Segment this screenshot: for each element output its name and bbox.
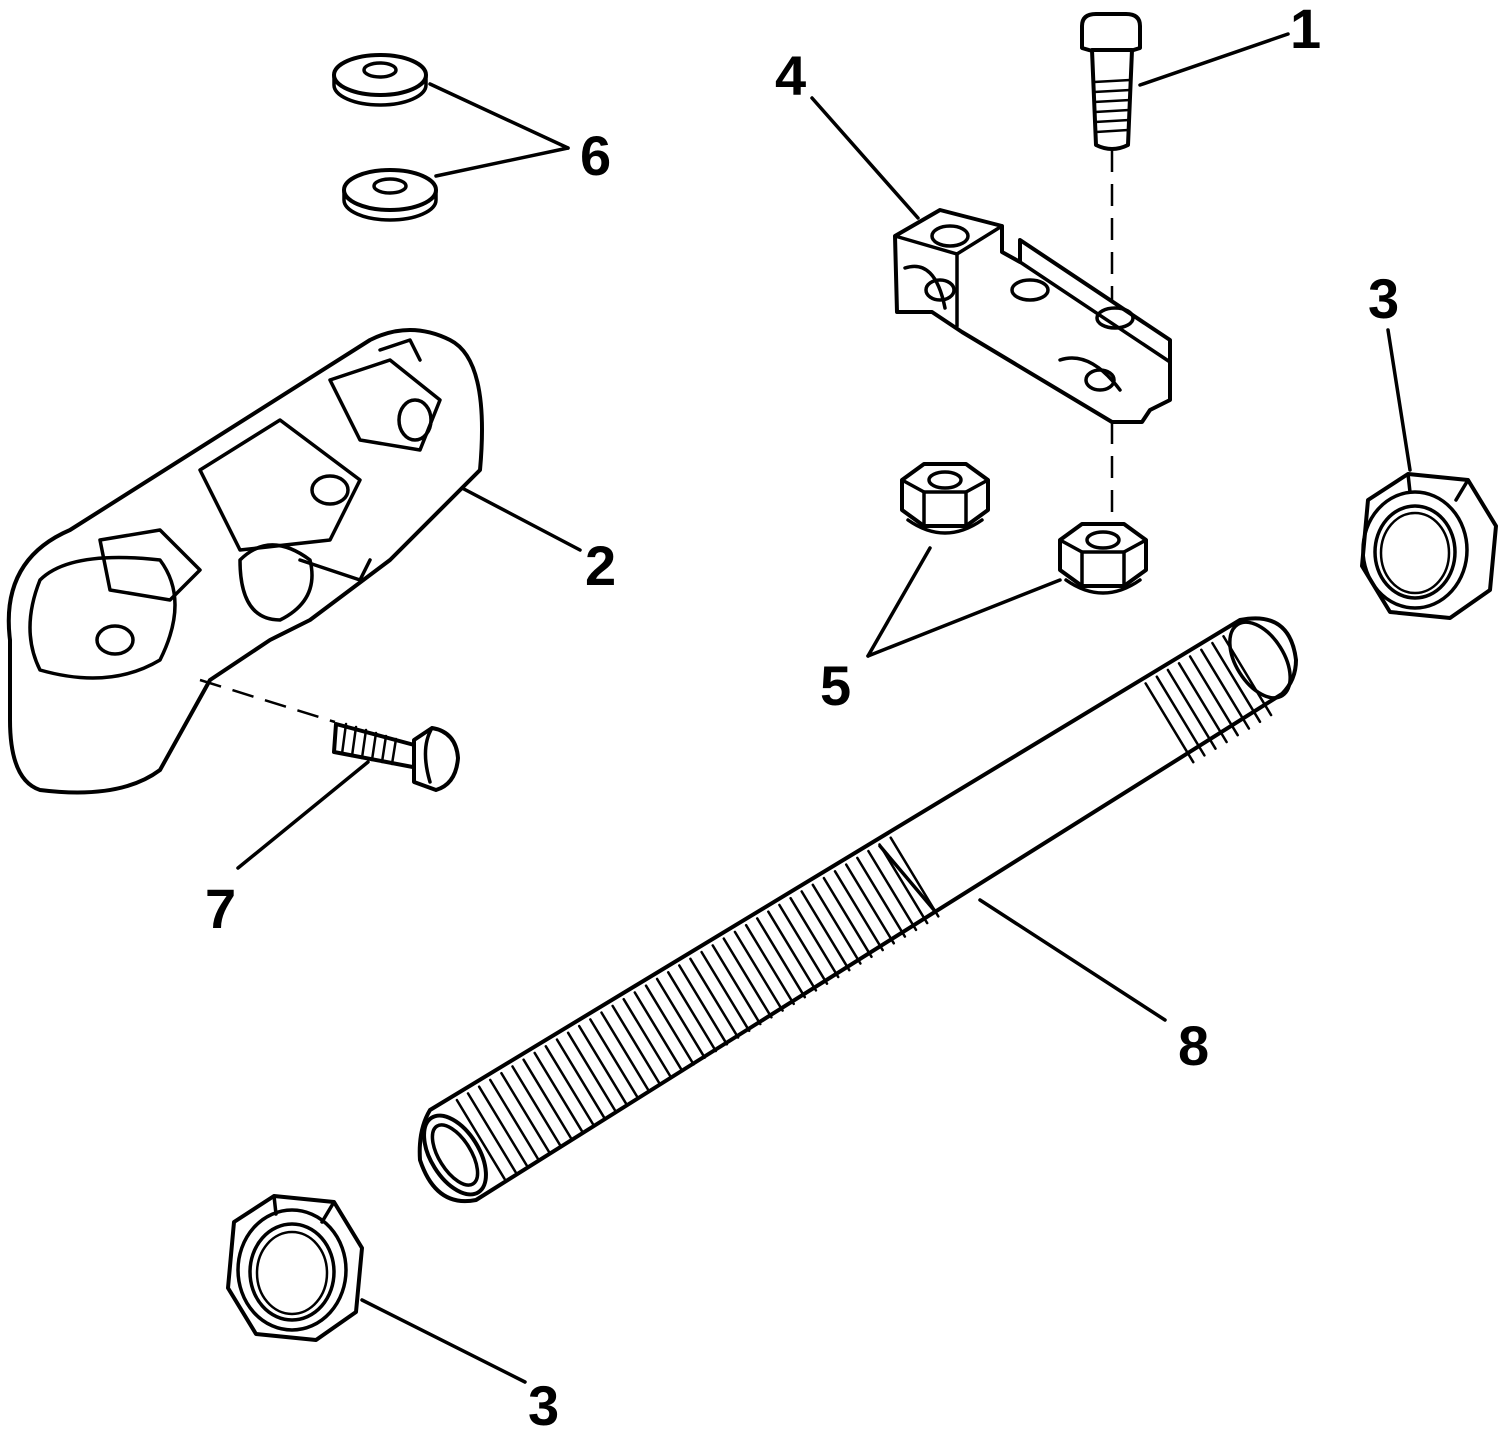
rod-thread-ring — [1222, 635, 1273, 717]
rod-thread-ring — [744, 923, 795, 1006]
rod-thread-ring — [722, 937, 773, 1019]
callout-3-left: 3 — [528, 1374, 559, 1433]
rod-thread-ring — [700, 950, 751, 1033]
rod-thread-ring — [811, 883, 862, 965]
rod-thread-ring — [678, 964, 729, 1046]
rod-thread-ring — [867, 849, 918, 932]
rod-thread-ring — [622, 997, 673, 1080]
rod-thread-ring — [822, 876, 873, 959]
rod-thread-ring — [1166, 668, 1217, 750]
rod-thread-ring — [1177, 662, 1228, 744]
rod-thread-ring — [477, 1085, 528, 1167]
rod-thread-ring — [1188, 655, 1239, 737]
callout-7: 7 — [205, 877, 236, 940]
rod-thread-ring — [856, 856, 907, 938]
rod-thread-ring — [755, 917, 807, 999]
rod-thread-ring — [711, 944, 762, 1026]
callout-1: 1 — [1290, 0, 1321, 60]
rod-thread-ring — [555, 1038, 606, 1120]
rod-thread-ring — [689, 957, 740, 1039]
rod-thread-ring — [1211, 641, 1262, 724]
rod-thread-ring — [1144, 682, 1195, 764]
rod-thread-ring — [511, 1065, 562, 1147]
rod-thread-ring — [589, 1018, 640, 1100]
rod-thread-ring — [466, 1092, 517, 1174]
rod-thread-ring — [633, 991, 684, 1073]
callout-8: 8 — [1178, 1014, 1209, 1077]
rod-thread-ring — [844, 863, 896, 945]
callout-5: 5 — [820, 654, 851, 717]
rod-thread-ring — [666, 971, 718, 1053]
rod-thread-ring — [789, 896, 840, 979]
rod-thread-ring — [733, 930, 784, 1012]
rod-thread-ring — [544, 1045, 595, 1127]
rod-thread-ring — [1155, 675, 1206, 757]
bolt-top — [1080, 12, 1142, 151]
washer-upper — [332, 53, 428, 107]
rod-thread-ring — [533, 1051, 584, 1133]
large-nut-right — [1360, 472, 1498, 620]
screw — [332, 722, 460, 792]
rod-thread-ring — [600, 1011, 651, 1093]
rod-thread-ring — [488, 1078, 540, 1160]
rod-thread-ring — [1200, 648, 1251, 730]
washer-lower — [342, 168, 438, 222]
small-nut-right — [1058, 522, 1148, 595]
callout-6: 6 — [580, 124, 611, 187]
rod-thread-ring — [455, 1098, 506, 1181]
callout-3-right: 3 — [1368, 267, 1399, 330]
rod-thread-ring — [500, 1071, 551, 1154]
callout-4: 4 — [775, 44, 806, 107]
callout-2: 2 — [585, 534, 616, 597]
small-nut-left — [900, 462, 990, 535]
rod-thread-ring — [611, 1004, 662, 1086]
rod-thread-ring — [577, 1024, 629, 1107]
rod-thread-ring — [767, 910, 818, 992]
rod-thread-ring — [566, 1031, 617, 1113]
rod-thread-ring — [800, 890, 851, 972]
rod-thread-ring — [522, 1058, 573, 1140]
rod-thread-ring — [655, 977, 706, 1059]
threaded-rod — [417, 616, 1298, 1204]
large-nut-left — [226, 1194, 364, 1342]
rod-thread-ring — [778, 903, 829, 985]
rod-thread-ring — [833, 870, 884, 952]
rod-thread-ring — [644, 984, 695, 1066]
leader-lines — [236, 32, 1412, 1384]
bracket — [893, 208, 1172, 424]
clamp-body — [6, 328, 484, 795]
